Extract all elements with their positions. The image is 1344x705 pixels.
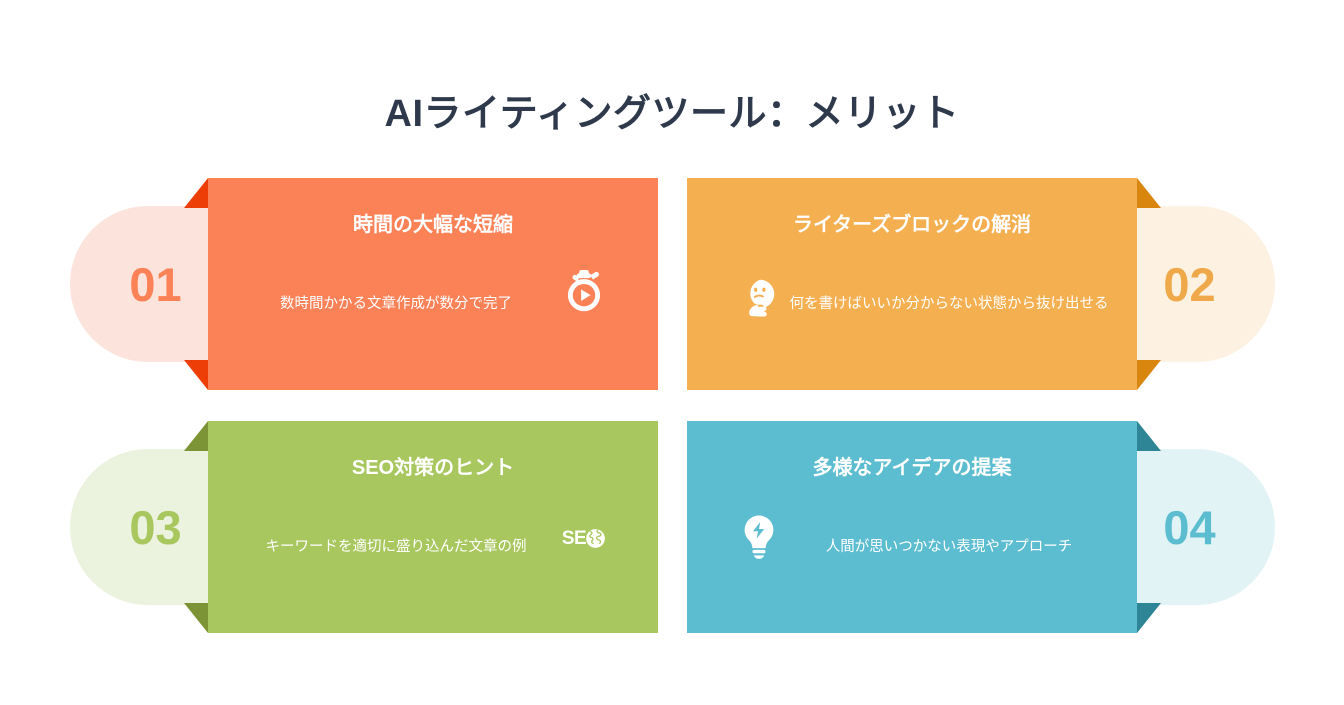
benefit-body-02: 何を書けばいいか分からない状態から抜け出せる — [715, 239, 1109, 370]
benefit-card-01[interactable]: 時間の大幅な短縮 数時間かかる文章作成が数分で完了 — [184, 178, 658, 390]
benefit-block-02[interactable]: 02 ライターズブロックの解消 何を — [683, 178, 1275, 390]
seo-globe-icon: SE — [558, 513, 610, 565]
benefit-title-02: ライターズブロックの解消 — [792, 214, 1032, 236]
benefit-number-02: 02 — [1163, 257, 1216, 311]
fold-corner-top-02 — [1137, 178, 1161, 208]
benefit-body-03: キーワードを適切に盛り込んだ文章の例 SE — [236, 482, 630, 613]
stopwatch-icon — [558, 266, 610, 318]
benefit-number-01: 01 — [129, 257, 182, 311]
fold-corner-bottom-03 — [184, 603, 208, 633]
benefit-desc-04: 人間が思いつかない表現やアプローチ — [825, 539, 1073, 556]
seo-label: SE — [561, 527, 587, 549]
benefit-desc-01: 数時間かかる文章作成が数分で完了 — [280, 296, 512, 313]
fold-corner-bottom-02 — [1137, 360, 1161, 390]
benefit-title-03: SEO対策のヒント — [351, 457, 515, 479]
fold-corner-top-03 — [184, 421, 208, 451]
benefit-body-04: 人間が思いつかない表現やアプローチ — [715, 482, 1109, 613]
benefit-card-04[interactable]: 多様なアイデアの提案 人間が思いつかない表現やアプローチ — [687, 421, 1161, 633]
fold-corner-top-01 — [184, 178, 208, 208]
benefit-desc-03: キーワードを適切に盛り込んだ文章の例 — [265, 539, 527, 556]
fold-corner-bottom-04 — [1137, 603, 1161, 633]
benefit-body-01: 数時間かかる文章作成が数分で完了 — [236, 239, 630, 370]
benefit-block-04[interactable]: 04 多様なアイデアの提案 人間が思いつかない表現やアプローチ — [683, 421, 1275, 633]
benefit-desc-02: 何を書けばいいか分からない状態から抜け出せる — [789, 296, 1109, 313]
fold-corner-top-04 — [1137, 421, 1161, 451]
benefit-number-03: 03 — [129, 500, 182, 554]
benefit-card-02[interactable]: ライターズブロックの解消 何を書けばいいか分からない状態から抜け出せる — [687, 178, 1161, 390]
seo-mark: SE — [562, 528, 606, 550]
fold-corner-bottom-01 — [184, 360, 208, 390]
benefit-number-04: 04 — [1163, 500, 1216, 554]
benefit-block-03[interactable]: 03 SEO対策のヒント キーワードを適切に盛り込んだ文章の例 SE — [70, 421, 662, 633]
benefit-title-01: 時間の大幅な短縮 — [353, 214, 513, 236]
benefit-card-03[interactable]: SEO対策のヒント キーワードを適切に盛り込んだ文章の例 SE — [184, 421, 658, 633]
page-title: AIライティングツール：メリット — [384, 93, 960, 136]
thinking-face-icon — [733, 272, 785, 324]
lightbulb-bolt-icon — [733, 511, 785, 563]
benefit-grid: 01 時間の大幅な短縮 数時間かかる文章作成が数分で完了 — [70, 178, 1275, 633]
benefit-block-01[interactable]: 01 時間の大幅な短縮 数時間かかる文章作成が数分で完了 — [70, 178, 662, 390]
benefit-title-04: 多様なアイデアの提案 — [812, 457, 1012, 479]
